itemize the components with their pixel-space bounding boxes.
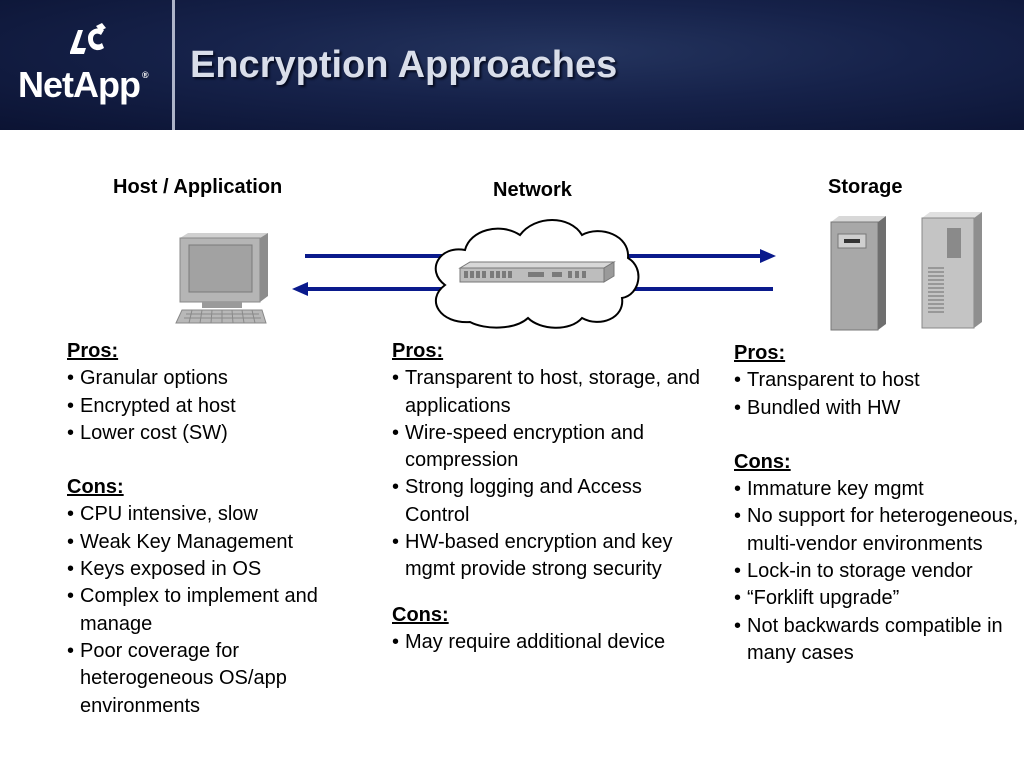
list-item: Strong logging and Access Control [392,474,707,529]
host-pros-heading: Pros: [67,340,119,362]
list-item: Transparent to host [734,367,1019,395]
host-pros-list: Granular options Encrypted at host Lower… [67,365,367,447]
list-item: Transparent to host, storage, and applic… [392,365,707,420]
storage-column: Pros: Transparent to host Bundled with H… [734,340,1019,667]
list-item: May require additional device [392,629,707,657]
list-item: No support for heterogeneous, multi-vend… [734,503,1019,558]
list-item: Bundled with HW [734,395,1019,423]
host-application-label: Host / Application [113,176,283,198]
list-item: “Forklift upgrade” [734,585,1019,613]
network-label: Network [493,179,572,201]
host-computer-icon [175,233,268,324]
network-cloud-icon [434,219,640,329]
header-divider [172,0,175,130]
storage-cons-heading: Cons: [734,450,791,473]
host-cons-list: CPU intensive, slow Weak Key Management … [67,501,367,719]
netapp-logo-mark-icon [70,23,106,54]
storage-server-icon [921,212,982,329]
netapp-logo-text: NetApp® [18,64,149,105]
list-item: Encrypted at host [67,393,367,421]
list-item: Complex to implement and manage [67,583,367,638]
list-item: Granular options [67,365,367,393]
slide-title: Encryption Approaches [190,44,618,86]
list-item: HW-based encryption and key mgmt provide… [392,529,707,584]
list-item: Lock-in to storage vendor [734,558,1019,586]
registered-mark: ® [142,70,149,80]
list-item: CPU intensive, slow [67,501,367,529]
storage-cons-list: Immature key mgmt No support for heterog… [734,476,1019,667]
netapp-logo: NetApp® [18,18,158,113]
slide-header: NetApp® Encryption Approaches [0,0,1024,130]
storage-label: Storage [828,176,903,198]
list-item: Wire-speed encryption and compression [392,420,707,475]
network-pros-heading: Pros: [392,340,444,362]
network-pros-list: Transparent to host, storage, and applic… [392,365,707,583]
list-item: Weak Key Management [67,529,367,557]
network-column: Pros: Transparent to host, storage, and … [392,338,707,657]
network-cons-list: May require additional device [392,629,707,657]
storage-pros-list: Transparent to host Bundled with HW [734,367,1019,422]
list-item: Poor coverage for heterogeneous OS/app e… [67,638,367,720]
left-arrow [292,282,773,296]
spacer [67,447,367,474]
list-item: Not backwards compatible in many cases [734,613,1019,668]
spacer [734,422,1019,449]
storage-pros-heading: Pros: [734,342,786,364]
right-arrow [305,249,776,263]
list-item: Lower cost (SW) [67,420,367,448]
list-item: Immature key mgmt [734,476,1019,504]
network-appliance-icon [458,261,616,283]
storage-tower-icon [830,216,886,331]
host-column: Pros: Granular options Encrypted at host… [67,338,367,720]
network-cons-heading: Cons: [392,603,449,626]
list-item: Keys exposed in OS [67,556,367,584]
spacer [392,584,707,602]
host-cons-heading: Cons: [67,476,124,499]
